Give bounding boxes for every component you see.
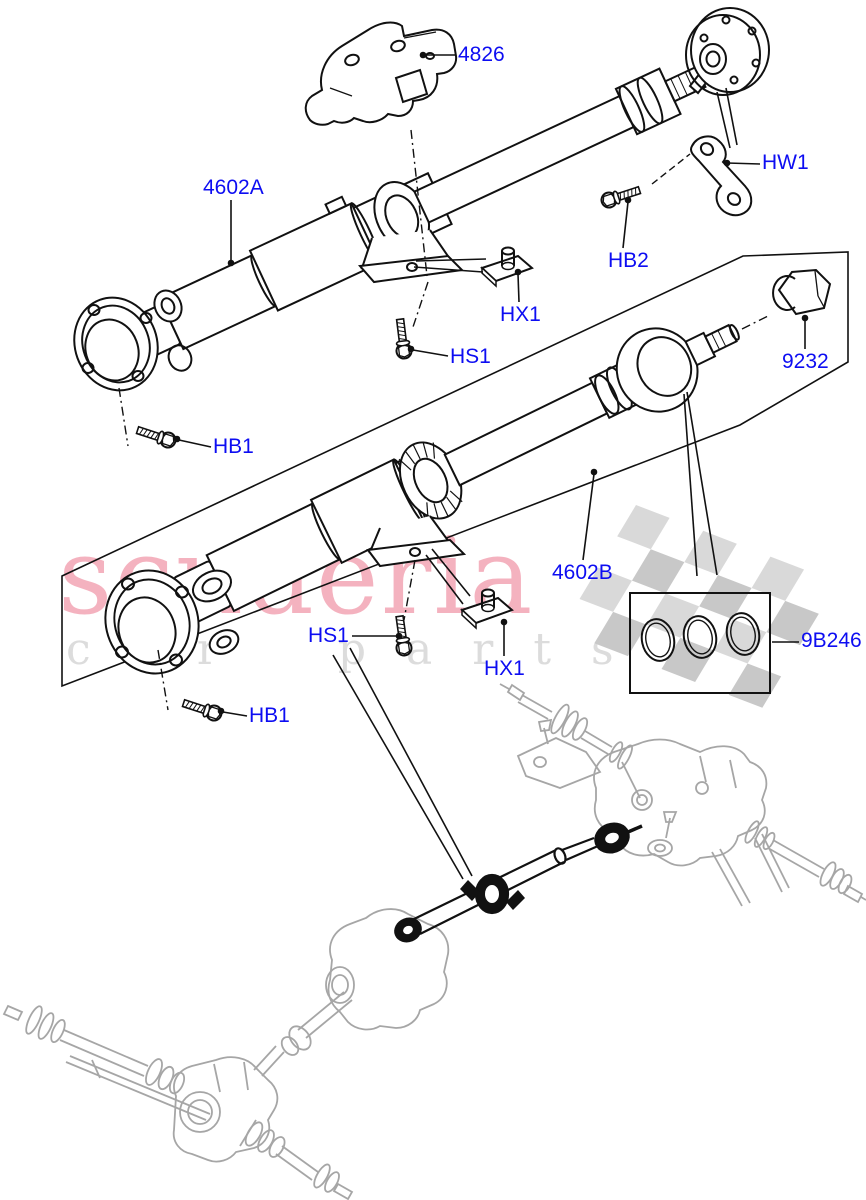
overview-rear-axle (499, 683, 866, 907)
strap-hw1-drawing (689, 135, 753, 217)
overview-front-axle (2, 908, 450, 1200)
callout-4602a[interactable]: 4602A (203, 176, 264, 199)
nut-9232-drawing (772, 268, 832, 316)
callout-hs1-lower[interactable]: HS1 (308, 624, 349, 647)
callout-hx1-lower[interactable]: HX1 (484, 657, 525, 680)
bolt-hs1-upper (391, 317, 414, 361)
clipnut-hx1-upper (481, 246, 533, 287)
oring-kit-9b246-drawing (629, 592, 771, 694)
alignment-dash-lines (118, 129, 771, 711)
callout-4826[interactable]: 4826 (458, 43, 505, 66)
leader-dots (173, 51, 809, 715)
callout-hb1-upper[interactable]: HB1 (213, 435, 254, 458)
bracket-4826-drawing (304, 21, 458, 126)
callout-hw1[interactable]: HW1 (762, 151, 809, 174)
callout-hb1-lower[interactable]: HB1 (249, 704, 290, 727)
overview-propshaft-dark (394, 822, 643, 943)
callout-4602b[interactable]: 4602B (552, 561, 613, 584)
bolt-hb2 (598, 181, 643, 211)
leader-lines (178, 54, 806, 880)
propshaft-4602b-drawing (104, 323, 740, 675)
callout-9b246[interactable]: 9B246 (801, 629, 862, 652)
callout-hx1-upper[interactable]: HX1 (500, 303, 541, 326)
bolt-hb1-lower (180, 694, 225, 724)
bolt-hb1-upper (134, 421, 179, 451)
callout-9232[interactable]: 9232 (782, 350, 829, 373)
lower-shaft-outline-box (61, 251, 849, 688)
callout-hs1-upper[interactable]: HS1 (450, 345, 491, 368)
callout-hb2[interactable]: HB2 (608, 249, 649, 272)
propshaft-4602a-drawing (73, 7, 770, 392)
checkered-flag-watermark (579, 505, 819, 708)
